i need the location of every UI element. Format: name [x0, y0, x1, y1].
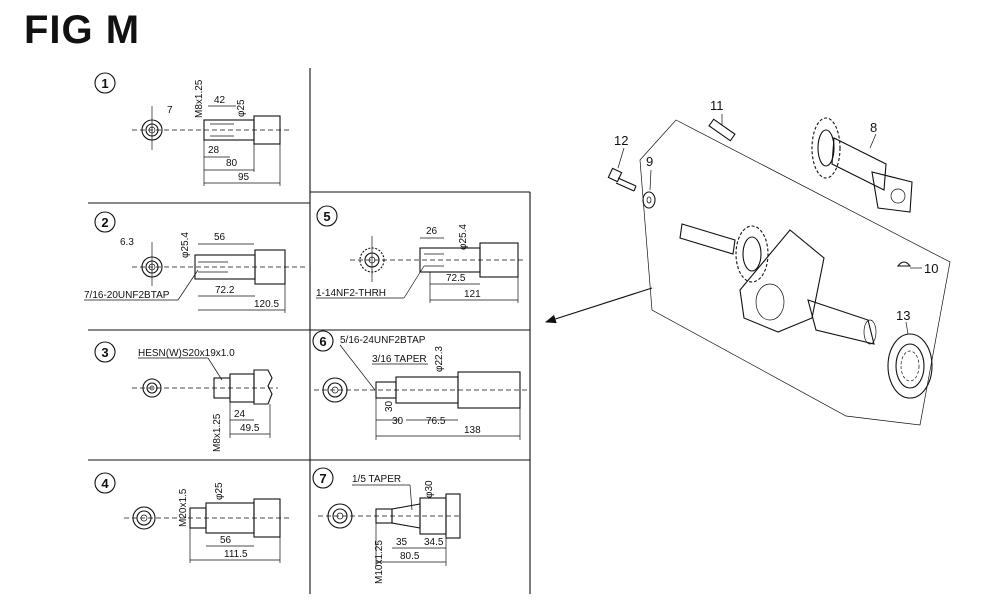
panel-grid	[88, 68, 531, 594]
dim-label: 49.5	[240, 423, 260, 434]
dim-label: 56	[214, 232, 226, 243]
dim-label: HESN(W)S20x19x1.0	[138, 348, 235, 359]
dim-label: 30	[384, 400, 395, 412]
panel-number: 7	[319, 471, 326, 486]
dim-label: 28	[208, 145, 220, 156]
panel-number: 4	[101, 476, 109, 491]
callout-9: 9	[646, 154, 653, 169]
shaft-side-view	[419, 242, 519, 278]
panel-number: 1	[101, 76, 108, 91]
dim-label: φ22.3	[434, 346, 445, 372]
dim-label: 72.2	[215, 285, 235, 296]
dim-label: 34.5	[424, 537, 444, 548]
panel-1: 1 7 M8x1.25 42 φ25 28 80 95	[94, 72, 292, 186]
dim-label: 72.5	[446, 273, 466, 284]
bolt-part	[607, 167, 637, 192]
end-view	[327, 503, 353, 529]
part-callouts: 8 9 10 11 12 13	[614, 98, 938, 323]
shaft-side-view	[375, 371, 521, 409]
dim-label: 56	[220, 535, 232, 546]
dim-label: 121	[464, 289, 481, 300]
panel-4: 4 M20x1.5 φ25 56 111.5	[94, 472, 292, 563]
dim-label: 6.3	[120, 237, 134, 248]
pointer-arrow	[544, 287, 653, 324]
dim-label: 35	[396, 537, 408, 548]
dim-label: φ30	[424, 480, 435, 498]
panel-number: 5	[323, 209, 330, 224]
dim-label: 1-14NF2-THRH	[316, 288, 386, 299]
bearing-part	[887, 333, 933, 399]
dim-label: 5/16-24UNF2BTAP	[340, 335, 426, 346]
callout-11: 11	[710, 98, 724, 113]
dim-label: 138	[464, 425, 481, 436]
crankshaft-part	[679, 223, 877, 345]
shaft-side-view	[213, 369, 273, 405]
dim-label: M8x1.25	[194, 79, 205, 118]
dim-label: 7	[167, 105, 173, 116]
shaft-side-view	[189, 498, 281, 538]
panel-number: 3	[101, 345, 108, 360]
shaft-side-view	[375, 493, 461, 539]
figure-title: FIG M	[24, 8, 141, 52]
callout-8: 8	[870, 120, 877, 135]
dim-label: φ25	[214, 482, 225, 500]
dim-label: 24	[234, 409, 246, 420]
panel-number: 6	[319, 334, 326, 349]
dim-label: 1/5 TAPER	[352, 474, 401, 485]
dim-label: φ25	[236, 99, 247, 117]
dim-label: 95	[238, 172, 250, 183]
balancer-shaft-part	[811, 117, 913, 213]
dim-label: M20x1.5	[178, 488, 189, 527]
panel-2: 2 6.3 φ25.4 56 7/16-20UNF2BTAP 72.2 120.…	[84, 211, 305, 313]
dim-label: 80	[226, 158, 238, 169]
callout-12: 12	[614, 133, 628, 148]
dim-label: 7/16-20UNF2BTAP	[84, 290, 170, 301]
key-part	[708, 118, 736, 142]
dim-label: 120.5	[254, 299, 279, 310]
panel-5: 5 26 φ25.4 72.5 1-14NF2-THRH 121	[316, 205, 525, 303]
panel-7: 7 1/5 TAPER φ30 M10x1.25 35 34.5 80.5	[312, 467, 462, 584]
dim-label: 30	[392, 416, 404, 427]
panel-6: 6 5/16-24UNF2BTAP 3/16 TAPER φ22.3 30 30…	[312, 330, 528, 440]
dim-label: 111.5	[224, 549, 248, 560]
exploded-assembly	[607, 114, 951, 426]
dim-label: φ25.4	[458, 224, 469, 250]
dim-label: M8x1.25	[212, 413, 223, 452]
woodruff-key-part	[896, 261, 912, 267]
dim-label: 3/16 TAPER	[372, 354, 427, 365]
dim-label: φ25.4	[180, 232, 191, 258]
callout-13: 13	[896, 308, 910, 323]
dim-label: 42	[214, 95, 226, 106]
panel-3: 3 HESN(W)S20x19x1.0 M8x1.25 24 49.5	[94, 341, 278, 452]
dim-label: 26	[426, 226, 438, 237]
shaft-side-view	[203, 115, 281, 145]
dim-label: 76.5	[426, 416, 446, 427]
shaft-side-view	[194, 249, 286, 285]
dim-label: 80.5	[400, 551, 420, 562]
washer-part	[642, 191, 656, 209]
panel-number: 2	[101, 215, 108, 230]
callout-10: 10	[924, 261, 938, 276]
